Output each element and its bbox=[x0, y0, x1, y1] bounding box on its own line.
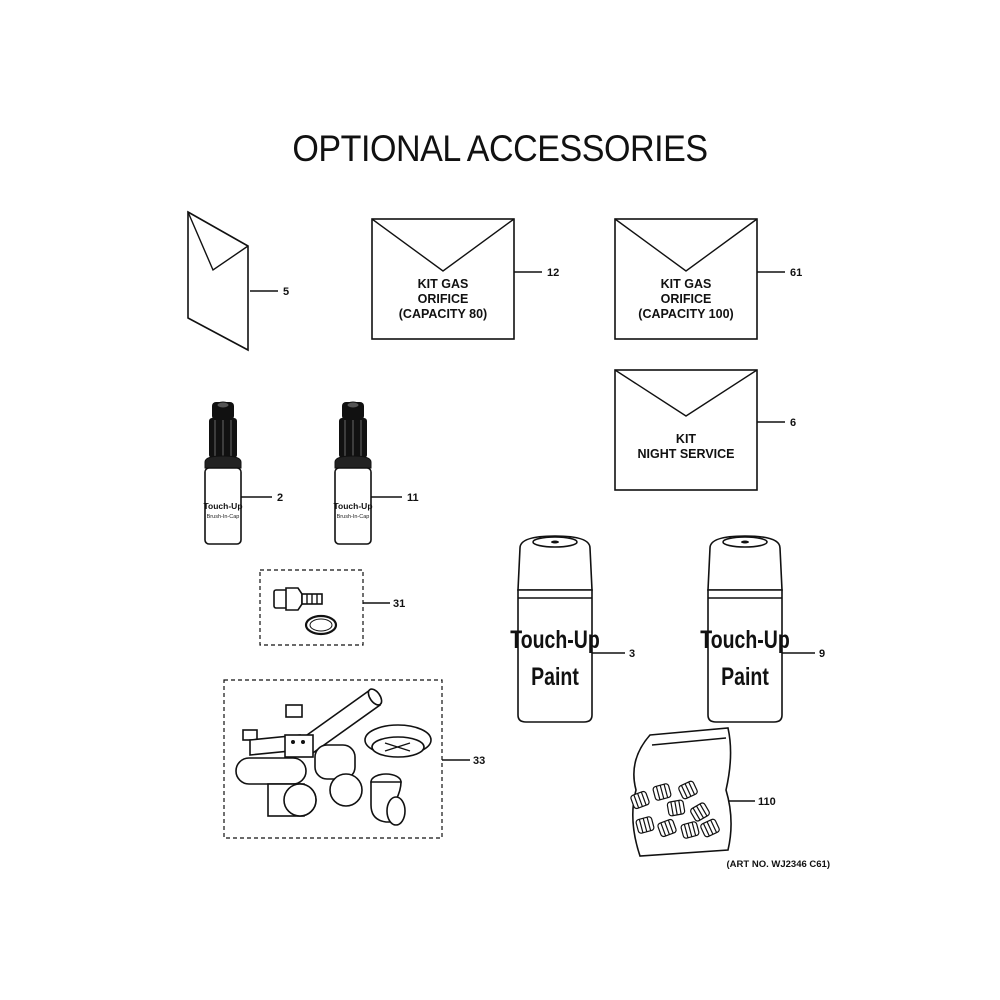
envelope-text: NIGHT SERVICE bbox=[637, 447, 734, 461]
callout-5: 5 bbox=[283, 286, 289, 298]
envelope-text: KIT GAS bbox=[418, 277, 469, 291]
fitting-and-o-ring: 31 bbox=[259, 569, 405, 646]
touch-up-paint-can-9: Touch-Up Paint 9 bbox=[700, 535, 825, 723]
callout-3: 3 bbox=[629, 648, 635, 660]
art-number: (ART NO. WJ2346 C61) bbox=[727, 859, 830, 870]
callout-11: 11 bbox=[407, 492, 419, 504]
envelope-text: (CAPACITY 80) bbox=[399, 307, 487, 321]
pen-sublabel: Brush-In-Cap bbox=[337, 514, 370, 520]
envelope-text: (CAPACITY 100) bbox=[638, 307, 733, 321]
callout-12: 12 bbox=[547, 267, 559, 279]
callout-6: 6 bbox=[790, 417, 796, 429]
pen-label: Touch-Up bbox=[333, 501, 372, 511]
envelope-kit-gas-orifice-80: KIT GAS ORIFICE (CAPACITY 80) 12 bbox=[371, 218, 559, 340]
callout-31: 31 bbox=[393, 598, 405, 610]
callout-2: 2 bbox=[277, 492, 283, 504]
conversion-parts-kit: 33 bbox=[223, 679, 485, 839]
can-label: Touch-Up bbox=[700, 626, 789, 654]
envelope-kit-night-service: KIT NIGHT SERVICE 6 bbox=[614, 369, 796, 491]
bag-of-fittings: 110 bbox=[630, 727, 776, 857]
page-title: OPTIONAL ACCESSORIES bbox=[292, 128, 708, 169]
can-label: Paint bbox=[531, 663, 579, 691]
touch-up-paint-can-3: Touch-Up Paint 3 bbox=[510, 535, 635, 723]
envelope-text: ORIFICE bbox=[661, 292, 712, 306]
envelope-text: ORIFICE bbox=[418, 292, 469, 306]
can-label: Paint bbox=[721, 663, 769, 691]
callout-9: 9 bbox=[819, 648, 825, 660]
callout-110: 110 bbox=[758, 796, 776, 808]
can-label: Touch-Up bbox=[510, 626, 599, 654]
callout-61: 61 bbox=[790, 267, 802, 279]
envelope-text: KIT GAS bbox=[661, 277, 712, 291]
pen-label: Touch-Up bbox=[203, 501, 242, 511]
pen-sublabel: Brush-In-Cap bbox=[207, 514, 240, 520]
callout-33: 33 bbox=[473, 755, 485, 767]
envelope-kit-gas-orifice-100: KIT GAS ORIFICE (CAPACITY 100) 61 bbox=[614, 218, 802, 340]
manual-sheet: 5 bbox=[187, 210, 289, 352]
touch-up-pen-2: Touch-Up Brush-In-Cap 2 bbox=[203, 401, 283, 545]
touch-up-pen-11: Touch-Up Brush-In-Cap 11 bbox=[333, 401, 419, 545]
envelope-text: KIT bbox=[676, 432, 697, 446]
